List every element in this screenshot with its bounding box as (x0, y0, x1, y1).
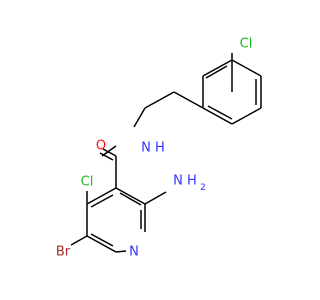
amide-nitrogen-label: N H (141, 141, 165, 156)
bond (102, 148, 117, 157)
bond (86, 235, 117, 253)
bond (231, 59, 262, 77)
pyridine-nitrogen-label: N (129, 245, 139, 260)
bond (205, 65, 228, 79)
bond (202, 107, 233, 125)
bond (144, 91, 175, 109)
bond (99, 152, 114, 161)
chemical-structure: Cl N H O Cl N H 2 Br N (56, 37, 262, 260)
amide-linker (99, 91, 204, 188)
bond (115, 250, 127, 253)
chlorophenyl-ring (202, 53, 262, 125)
bond (90, 233, 114, 247)
bond (173, 91, 204, 109)
bond (207, 105, 233, 120)
bond (86, 187, 117, 205)
bond (101, 145, 117, 157)
bond (202, 59, 233, 77)
bond (231, 107, 262, 125)
chlorine-label: Cl (240, 37, 253, 52)
bond (115, 187, 146, 205)
bond (144, 191, 167, 205)
chlorine-label: Cl (81, 175, 94, 190)
bond (70, 235, 88, 246)
amino-subscript: 2 (200, 183, 206, 193)
pyridine-ring (70, 187, 167, 253)
bromine-label: Br (56, 245, 71, 260)
bond (133, 107, 146, 128)
amino-label: N H (173, 174, 197, 189)
carbonyl-oxygen-label: O (96, 139, 106, 154)
bond (119, 192, 142, 206)
bond (90, 194, 114, 208)
